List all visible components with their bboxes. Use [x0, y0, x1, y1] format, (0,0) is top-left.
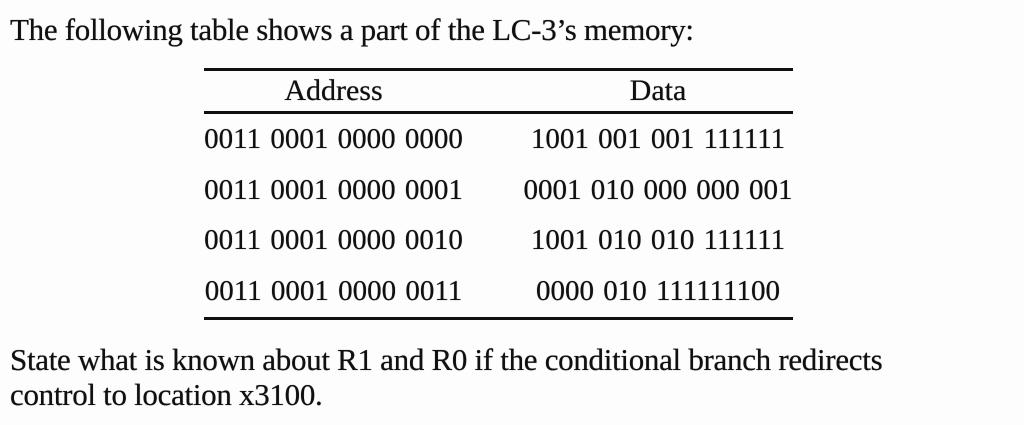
memory-table: Address Data 0011 0001 0000 0000 1001 00…: [204, 68, 793, 320]
question-text-line1: State what is known about R1 and R0 if t…: [10, 342, 883, 377]
table-row: 0011 0001 0000 0011 0000 010 111111100: [204, 266, 793, 317]
intro-text: The following table shows a part of the …: [10, 12, 694, 47]
table-row: 0011 0001 0000 0001 0001 010 000 000 001: [204, 165, 793, 216]
column-header-data: Data: [629, 74, 687, 107]
data-cell: 1001 010 010 111111: [530, 224, 786, 257]
table-header-row: Address Data: [204, 71, 793, 111]
address-cell: 0011 0001 0000 0011: [204, 275, 463, 308]
data-cell: 1001 001 001 111111: [530, 122, 786, 155]
table-rule-top: [204, 68, 793, 71]
question-text: State what is known about R1 and R0 if t…: [10, 342, 883, 412]
address-cell: 0011 0001 0000 0001: [204, 173, 463, 206]
address-cell: 0011 0001 0000 0000: [204, 122, 463, 155]
address-cell: 0011 0001 0000 0010: [204, 224, 463, 257]
data-cell: 0000 010 111111100: [535, 275, 781, 308]
table-row: 0011 0001 0000 0010 1001 010 010 111111: [204, 216, 793, 267]
table-rule-header: [204, 111, 793, 114]
question-text-line2: control to location x3100.: [10, 377, 323, 412]
data-cell: 0001 010 000 000 001: [523, 173, 793, 206]
table-row: 0011 0001 0000 0000 1001 001 001 111111: [204, 114, 793, 165]
table-rule-bottom: [204, 317, 793, 320]
column-header-address: Address: [284, 74, 383, 107]
